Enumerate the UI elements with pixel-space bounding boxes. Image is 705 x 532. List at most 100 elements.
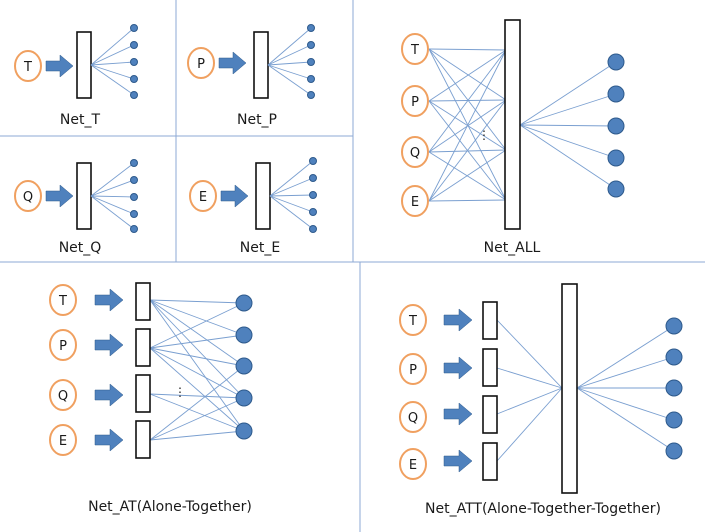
output-node — [607, 149, 625, 167]
net-all-panel: T P Q E ⋮ Net_ALL — [401, 19, 625, 256]
input-node-p — [49, 329, 77, 361]
input-arrow-e — [220, 184, 249, 208]
network-box — [482, 301, 498, 340]
output-node — [309, 157, 317, 165]
caption-net-p: Net_P — [237, 112, 277, 128]
cross-edges-at — [149, 299, 245, 441]
output-node — [130, 159, 138, 167]
input-arrow — [94, 383, 124, 407]
ellipsis-at: ⋮ — [174, 385, 186, 399]
output-node — [130, 193, 138, 201]
network-box — [482, 348, 498, 387]
network-box — [482, 442, 498, 481]
input-label-q: Q — [408, 411, 418, 426]
fan-out-edges-att — [576, 325, 675, 452]
network-box — [135, 282, 151, 321]
output-node — [607, 180, 625, 198]
input-label-e: E — [409, 458, 417, 473]
network-box — [482, 395, 498, 434]
output-node — [235, 357, 253, 375]
output-node — [607, 117, 625, 135]
network-box — [135, 374, 151, 413]
input-label-t: T — [58, 294, 67, 309]
output-node — [130, 225, 138, 233]
input-node-q — [49, 379, 77, 411]
input-arrow — [443, 449, 473, 473]
output-nodes-q — [130, 159, 138, 233]
fan-out-edges-q — [90, 162, 135, 230]
network-box-merge — [561, 283, 578, 494]
input-node-p — [401, 85, 429, 117]
output-nodes-e — [309, 157, 317, 233]
input-label-p: P — [411, 95, 419, 110]
input-arrow — [94, 333, 124, 357]
output-nodes-p — [307, 24, 315, 99]
network-box-t — [76, 31, 92, 99]
input-node-q — [401, 136, 429, 168]
output-node — [235, 294, 253, 312]
output-node — [665, 317, 683, 335]
output-nodes-att — [665, 317, 683, 460]
output-nodes-at — [235, 294, 253, 440]
net-t-panel: T Net_T — [14, 24, 138, 128]
net-p-panel: P Net_P — [187, 24, 315, 128]
output-node — [307, 91, 315, 99]
caption-net-t: Net_T — [60, 112, 101, 128]
fan-out-edges-p — [267, 27, 312, 96]
input-label-p: P — [197, 57, 205, 72]
input-arrow — [94, 428, 124, 452]
network-box-q — [76, 162, 92, 230]
output-node — [235, 422, 253, 440]
input-arrow-q — [45, 184, 74, 208]
caption-net-all: Net_ALL — [484, 240, 541, 256]
input-label-e: E — [411, 195, 419, 210]
network-box — [135, 420, 151, 459]
input-arrow — [443, 356, 473, 380]
network-box-all — [504, 19, 521, 230]
cross-edges-all — [428, 48, 507, 202]
output-node — [235, 326, 253, 344]
output-node — [130, 176, 138, 184]
input-node-t — [14, 50, 42, 82]
net-e-panel: E Net_E — [189, 157, 317, 256]
output-node — [309, 208, 317, 216]
fan-out-edges-t — [90, 27, 135, 96]
input-label-t: T — [408, 314, 417, 329]
input-arrow-p — [218, 51, 247, 75]
network-box-p — [253, 31, 269, 99]
input-label-q: Q — [23, 190, 33, 205]
input-label-q: Q — [410, 146, 420, 161]
input-node-e — [401, 185, 429, 217]
output-node — [307, 24, 315, 32]
input-node-t — [399, 304, 427, 336]
network-box — [135, 328, 151, 367]
output-node — [665, 442, 683, 460]
output-node — [665, 348, 683, 366]
output-node — [307, 75, 315, 83]
input-label-t: T — [410, 43, 419, 58]
output-node — [130, 91, 138, 99]
output-node — [665, 379, 683, 397]
input-label-p: P — [409, 363, 417, 378]
input-node-t — [401, 33, 429, 65]
merge-edges-att — [496, 319, 563, 462]
output-node — [235, 389, 253, 407]
output-node — [309, 225, 317, 233]
output-node — [130, 58, 138, 66]
output-node — [130, 41, 138, 49]
input-label-e: E — [59, 434, 67, 449]
output-nodes-all — [607, 53, 625, 198]
input-node-e — [189, 180, 217, 212]
fan-out-edges-all — [519, 61, 617, 190]
output-node — [309, 191, 317, 199]
output-node — [665, 411, 683, 429]
net-at-panel: T P Q E ⋮ Net_AT(Alone-Together) — [49, 282, 253, 515]
output-node — [607, 85, 625, 103]
caption-net-e: Net_E — [240, 240, 280, 256]
input-label-t: T — [23, 60, 32, 75]
output-node — [130, 75, 138, 83]
fan-out-edges-e — [269, 160, 314, 230]
